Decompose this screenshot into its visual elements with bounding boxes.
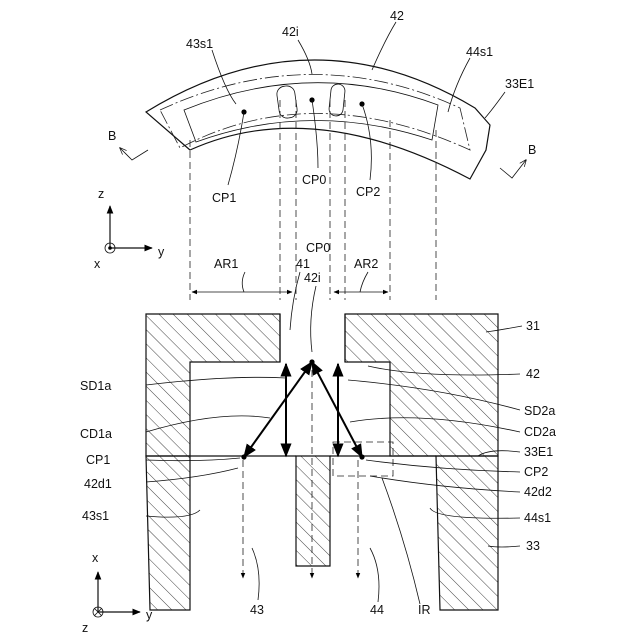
label-b-left: B: [108, 129, 116, 143]
label-cp2-bot: CP2: [524, 465, 548, 479]
label-cp2-top: CP2: [356, 185, 380, 199]
member-33-center: [296, 456, 330, 566]
label-42d2: 42d2: [524, 485, 552, 499]
member-33-right: [436, 456, 498, 610]
label-b-right: B: [528, 143, 536, 157]
label-42-right: 42: [526, 367, 540, 381]
axis-triad-lower: x y z: [82, 551, 153, 635]
leader-42-top: [372, 22, 396, 70]
b-mark-right: [500, 160, 526, 178]
slot-recess: [184, 83, 438, 142]
label-44: 44: [370, 603, 384, 617]
axis1-x: x: [94, 257, 101, 271]
label-42d1: 42d1: [84, 477, 112, 491]
label-ar1: AR1: [214, 257, 238, 271]
label-cp1-bot: CP1: [86, 453, 110, 467]
label-42-top: 42: [390, 9, 404, 23]
label-43: 43: [250, 603, 264, 617]
arrow-cp0-cp1: [244, 362, 312, 457]
label-33: 33: [526, 539, 540, 553]
label-33E1-bot: 33E1: [524, 445, 553, 459]
axis2-x: x: [92, 551, 99, 565]
label-cd1a: CD1a: [80, 427, 112, 441]
label-cd2a: CD2a: [524, 425, 556, 439]
bottom-section-view: 31 42 SD1a SD2a CD1a CD2a CP1 33E1 CP2 4…: [80, 314, 556, 617]
leader-42i-top: [298, 40, 312, 74]
axis1-y: y: [158, 245, 165, 259]
label-31: 31: [526, 319, 540, 333]
label-42i-top: 42i: [282, 25, 299, 39]
label-sd2a: SD2a: [524, 404, 555, 418]
axis2-z: z: [82, 621, 88, 635]
label-33E1-top: 33E1: [505, 77, 534, 91]
label-ir: IR: [418, 603, 431, 617]
leader-cp2-top: [362, 104, 371, 180]
label-43s1-top: 43s1: [186, 37, 213, 51]
label-44s1-bot: 44s1: [524, 511, 551, 525]
leader-cp1-top: [228, 112, 244, 185]
label-cp0-mid: CP0: [306, 241, 330, 255]
member-33-left: [146, 456, 190, 610]
axis1-z: z: [98, 187, 104, 201]
member-31-right: [345, 314, 498, 456]
label-44s1-top: 44s1: [466, 45, 493, 59]
label-sd1a: SD1a: [80, 379, 111, 393]
b-mark-left: [120, 148, 148, 160]
axis-triad-upper: z y x: [94, 187, 165, 271]
leader-cp0-top: [312, 100, 318, 168]
label-ar2: AR2: [354, 257, 378, 271]
label-cp0-top: CP0: [302, 173, 326, 187]
label-43s1-bot: 43s1: [82, 509, 109, 523]
leader-44s1-top: [448, 58, 470, 112]
leader-33E1-top: [485, 92, 505, 118]
top-curved-view: 42 42i 43s1 44s1 33E1 B B CP1 CP0 CP2: [108, 9, 536, 205]
label-41: 41: [296, 257, 310, 271]
slot-right: [328, 83, 345, 116]
label-42i-mid: 42i: [304, 271, 321, 285]
label-cp1-top: CP1: [212, 191, 236, 205]
axis2-y: y: [146, 608, 153, 622]
